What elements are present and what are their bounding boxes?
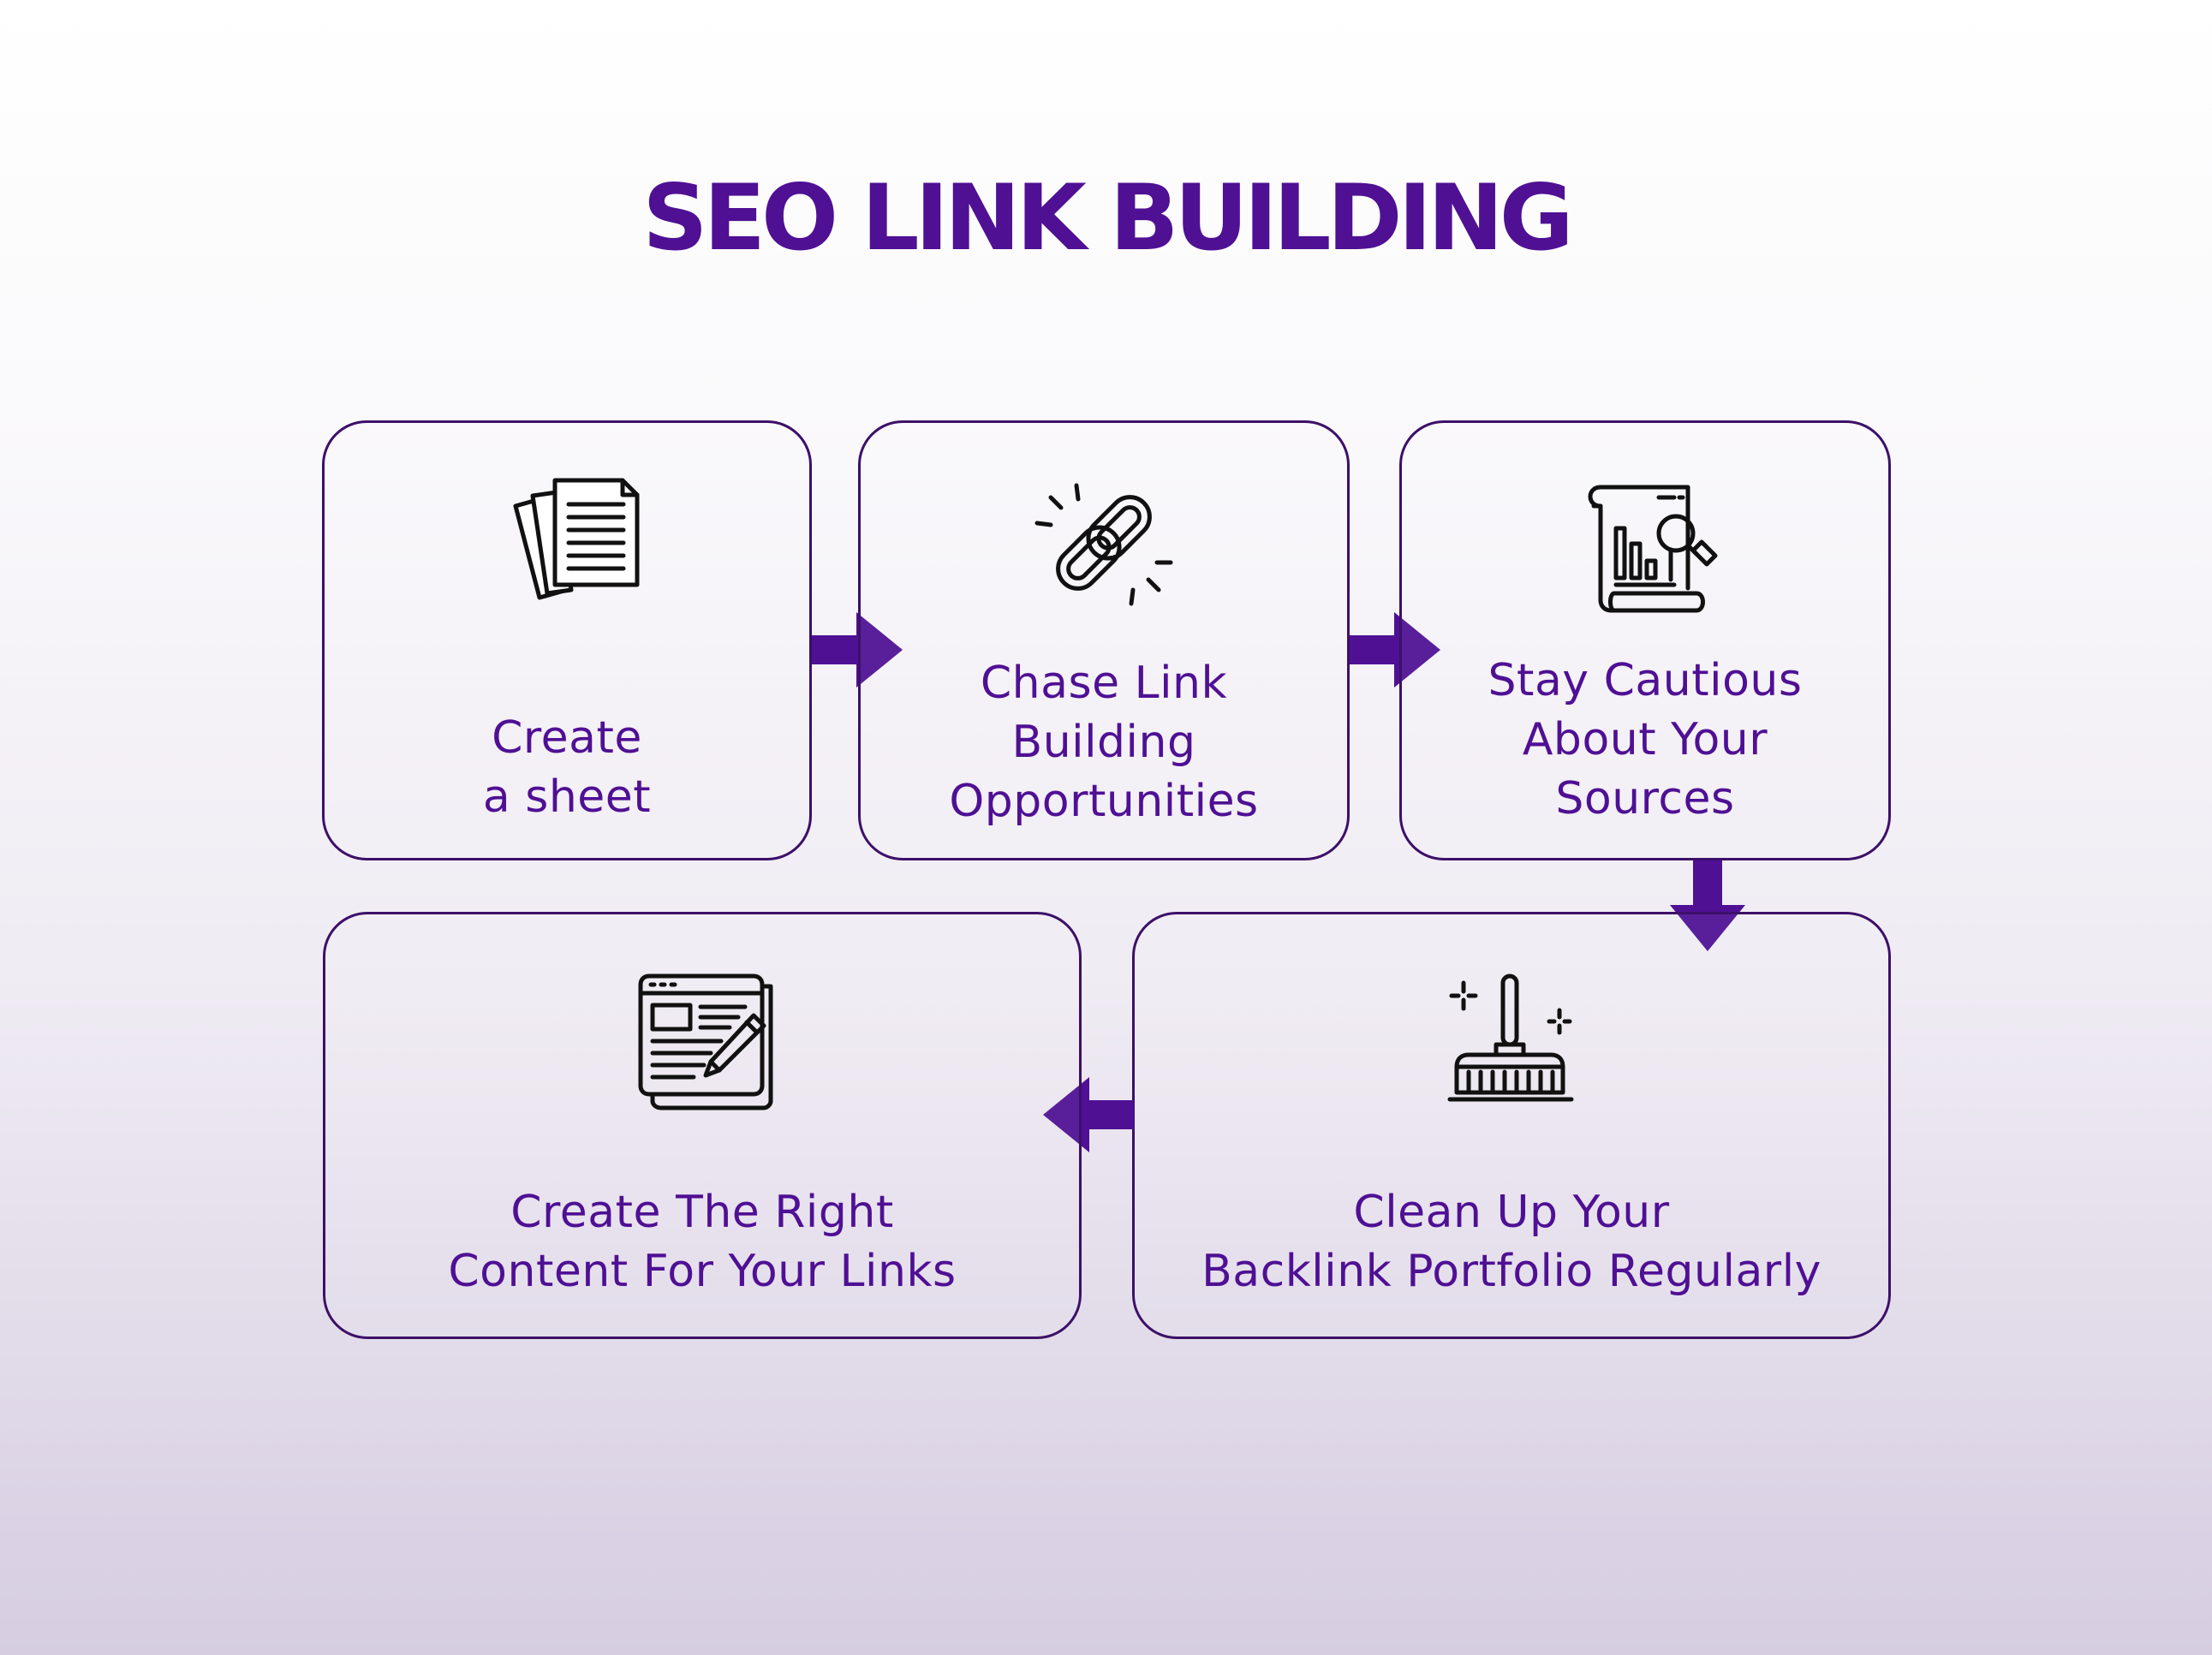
broom-icon [1434,966,1589,1111]
step-label: Create The Right Content For Your Links [448,1187,957,1297]
arrow-down [1670,860,1745,951]
chain-link-icon [1027,479,1181,624]
step-card-create-content: Create The Right Content For Your Links [323,912,1082,1339]
step-card-create-sheet: Create a sheet [322,420,812,860]
step-label: Clean Up Your Backlink Portfolio Regular… [1201,1187,1821,1297]
arrow-right [812,612,903,688]
step-card-chase-link: Chase Link Building Opportunities [858,420,1350,860]
step-label: Stay Cautious About Your Sources [1488,655,1803,825]
step-label: Create a sheet [482,712,652,823]
arrow-right [1350,612,1440,688]
step-label: Chase Link Building Opportunities [949,658,1259,827]
content-edit-icon [625,966,779,1111]
report-search-icon [1568,479,1722,624]
step-card-stay-cautious: Stay Cautious About Your Sources [1399,420,1891,860]
documents-icon [490,470,644,616]
diagram-title: SEO LINK BUILDING [642,165,1574,271]
step-card-clean-up: Clean Up Your Backlink Portfolio Regular… [1132,912,1891,1339]
arrow-left [1043,1077,1134,1152]
